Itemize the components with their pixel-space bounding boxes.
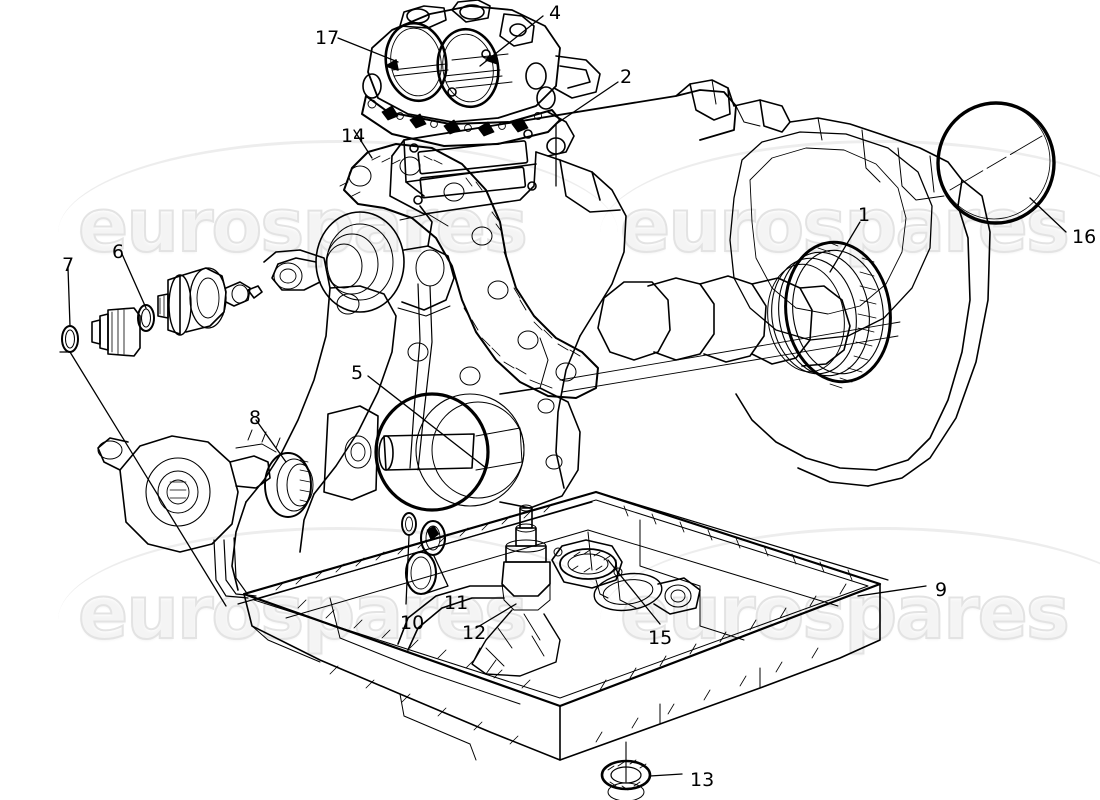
- drain-plug-washer: [600, 741, 652, 800]
- callout-16: 16: [1072, 226, 1097, 248]
- crankshaft: [559, 275, 901, 393]
- callout-6: 6: [112, 241, 125, 263]
- callout-17: 17: [315, 27, 340, 49]
- oil-sump-pan: [237, 490, 889, 761]
- callout-4: 4: [549, 2, 562, 24]
- callout-5: 5: [351, 362, 364, 384]
- timing-cover-gasket: [336, 143, 599, 399]
- engine-block: [231, 79, 991, 591]
- rear-main-seal: [767, 240, 892, 389]
- pickup-flange-boss: [593, 572, 701, 615]
- callout-14: 14: [341, 125, 366, 147]
- large-o-ring-16: [936, 101, 1056, 225]
- distributor-seal: [264, 452, 314, 518]
- accessory-housing: [97, 429, 281, 599]
- callout-11: 11: [444, 592, 469, 614]
- callout-13: 13: [690, 769, 715, 791]
- front-crank-seal-assembly: [323, 337, 581, 512]
- oil-pressure-sender-group: [61, 267, 263, 357]
- callout-1: 1: [858, 204, 871, 226]
- callout-15: 15: [648, 627, 673, 649]
- callout-7: 7: [62, 254, 75, 276]
- callout-12: 12: [462, 622, 487, 644]
- water-pump-assembly: [271, 205, 455, 471]
- small-o-rings: [401, 512, 447, 596]
- oil-pump-cover: [551, 539, 623, 589]
- callout-8: 8: [249, 407, 262, 429]
- callout-10: 10: [400, 612, 425, 634]
- leader-lines: [59, 15, 1067, 777]
- oil-pump-pickup-assembly: [397, 504, 701, 677]
- throttle-body-assembly: [361, 0, 601, 157]
- callout-9: 9: [935, 579, 948, 601]
- callout-2: 2: [620, 66, 633, 88]
